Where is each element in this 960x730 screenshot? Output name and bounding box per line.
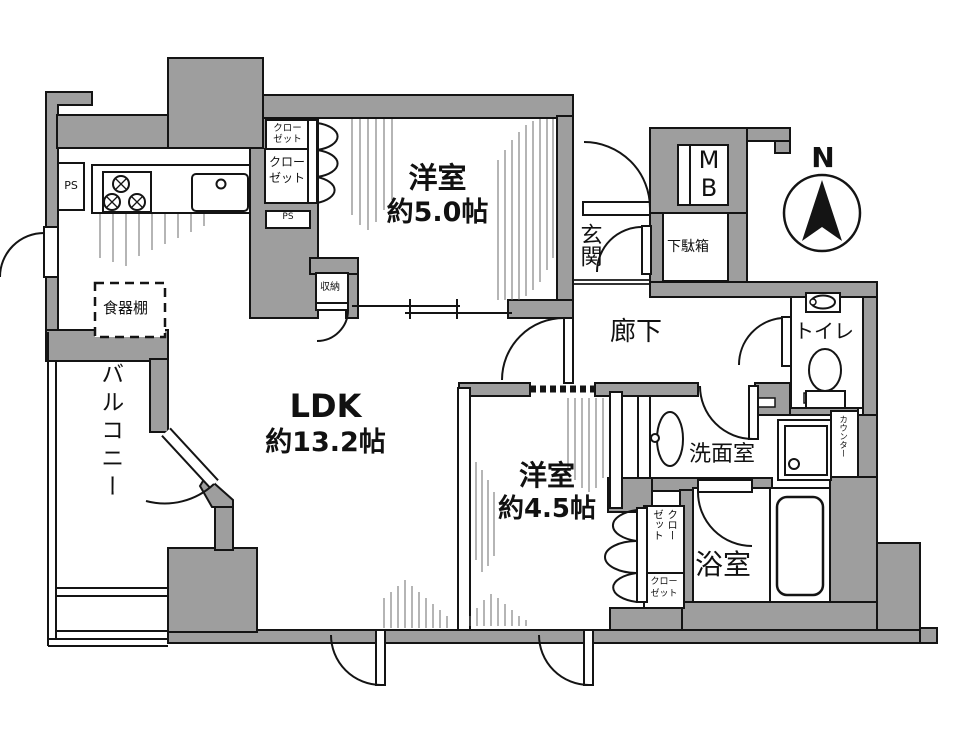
storage-box [315,272,349,305]
pipe-space-label-1: PS [64,179,78,192]
balcony-rails [47,332,168,647]
sliding-door-bedroom5 [352,299,512,319]
entrance-step [573,279,650,285]
closet-top-small-label: クロー ゼット [273,123,302,146]
meter-box [689,144,729,206]
room-name: 洋室 [408,161,467,195]
closet-top-large-label: クロー ゼット [268,155,305,185]
door-hall-ldk [501,317,574,384]
washer-drain [788,458,800,470]
door-closet-side-bifold [604,507,648,603]
closet-side-small-label: クロー ゼット [650,577,678,600]
toilet-fixture [805,292,846,409]
storage-label: 収納 [320,282,340,293]
stove-burners [103,175,146,211]
closet-top-large-box [264,148,310,204]
room-label-hallway: 廊下 [610,317,663,347]
door-storage [315,302,349,342]
room-name: LDK [289,387,362,425]
kitchen-sink [191,173,249,212]
shoe-cabinet-label: 下駄箱 [667,239,709,255]
dish-shelf-box [93,281,167,339]
counter-box [830,410,859,478]
wall-chip-1 [757,397,776,408]
closet-side-vertical-label: クロー ゼット [652,509,679,541]
door-closet-top-bifold [307,119,339,204]
door-balcony-diagonal [145,427,219,505]
dish-shelf-label: 食器棚 [103,299,149,317]
room-label-washroom: 洗面室 [689,442,756,467]
wall-ldk-bedroom45 [457,387,471,631]
hatch-shading [99,119,604,628]
room-label-toilet: トイレ [794,319,854,343]
room-size: 約13.2帖 [265,427,386,458]
pipe-space-box-2 [265,210,311,229]
bathtub [775,495,825,597]
door-washroom [699,385,759,440]
thin-walls [457,387,651,631]
washer-pan [784,425,828,476]
door-toilet [737,316,792,367]
room-label-bedroom5: 洋室 約5.0帖 [320,160,555,230]
wall-bedroom45-east [609,391,623,509]
meter-box-door [677,144,691,206]
door-kitchen-side [0,226,59,278]
door-front-entrance [582,141,651,216]
wall-washroom-west [637,395,651,479]
room-label-bedroom45: 洋室 約4.5帖 [463,458,631,526]
meter-box-label: M B [698,146,720,202]
room-name: 洋室 [518,459,575,492]
counter-label: カウンター [837,415,848,458]
room-label-ldk: LDK 約13.2帖 [243,386,408,460]
pipe-space-label-2: PS [282,212,294,222]
door-entrance-hall [596,225,652,275]
room-label-balcony: バルコニー [96,362,123,502]
room-size: 約4.5帖 [497,494,597,524]
door-bathroom [697,479,753,547]
shoe-cabinet-box [662,212,729,282]
room-label-entrance: 玄関 [576,223,602,267]
washroom-basin [650,411,684,467]
north-compass-icon [782,173,862,253]
sink-faucet [215,178,227,190]
compass-north-label: N [811,141,835,174]
pipe-space-box-1 [57,162,85,211]
door-south-2 [538,629,594,686]
room-label-bathroom: 浴室 [695,548,752,581]
room-size: 約5.0帖 [386,197,489,229]
door-south-1 [330,629,386,686]
